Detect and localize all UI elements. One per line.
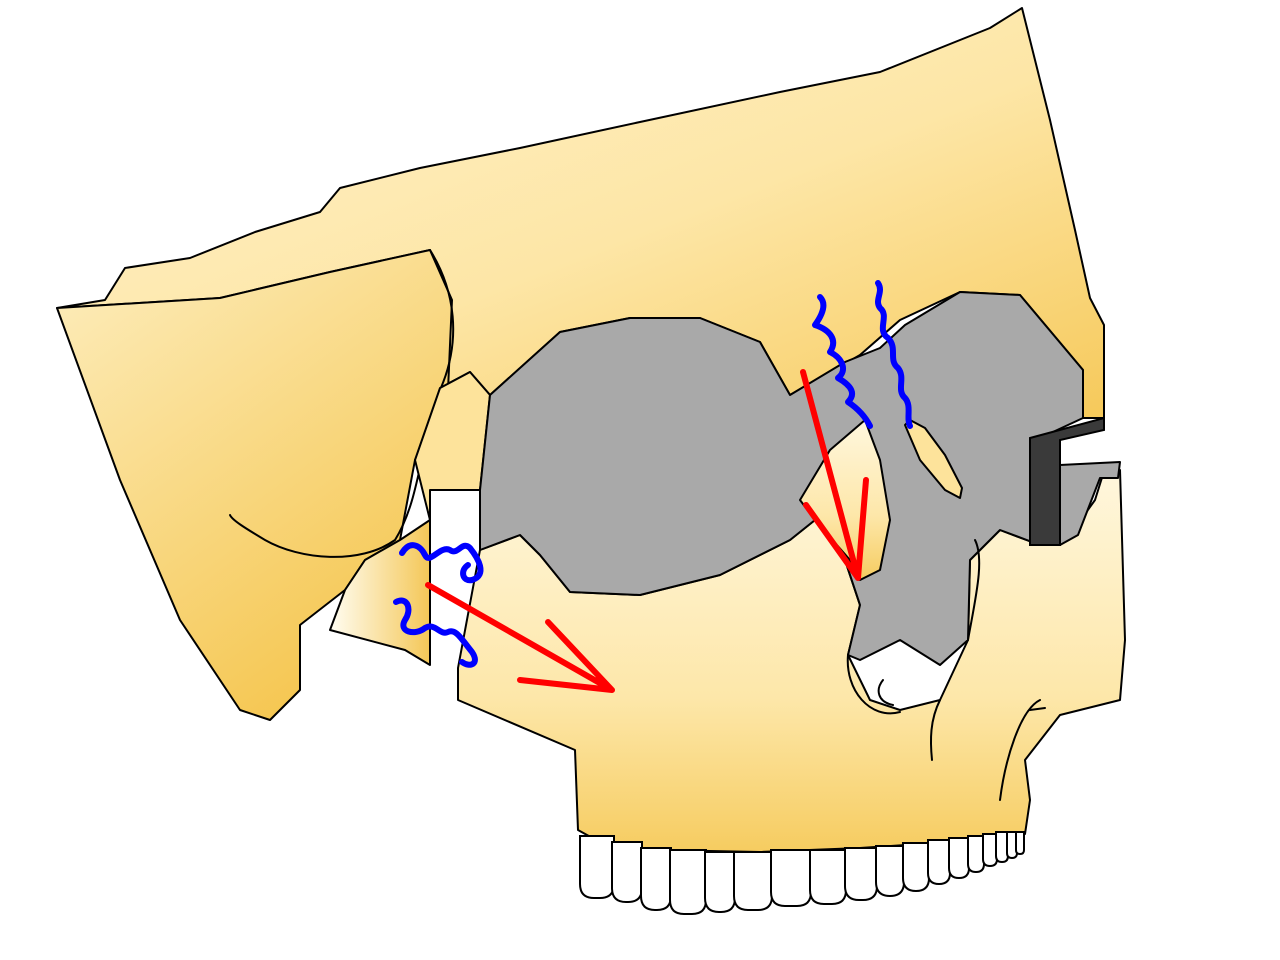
arch-step-contour bbox=[414, 371, 491, 521]
wire-fixations bbox=[393, 280, 913, 668]
nasal-wall bbox=[1059, 461, 1121, 546]
wire-fixation bbox=[875, 280, 913, 429]
tooth bbox=[948, 837, 970, 880]
tooth bbox=[579, 835, 615, 899]
orbital-rim-bar bbox=[904, 419, 963, 499]
tooth bbox=[875, 845, 905, 898]
tooth bbox=[844, 847, 878, 901]
temporal-region bbox=[56, 249, 453, 721]
tooth bbox=[640, 847, 672, 911]
nasal-groove bbox=[1029, 416, 1105, 546]
maxillary-window bbox=[479, 291, 1084, 666]
tooth bbox=[982, 833, 998, 868]
movement-arrow bbox=[425, 582, 615, 693]
tooth bbox=[704, 851, 736, 913]
piriform-contour bbox=[967, 539, 981, 641]
lower-orbit-contour bbox=[846, 654, 901, 715]
maxilla-tuberosity-contour bbox=[877, 679, 894, 706]
nasal-floor-contour bbox=[1029, 707, 1046, 711]
tooth bbox=[809, 849, 847, 905]
tooth bbox=[733, 851, 773, 911]
movement-arrows bbox=[425, 369, 869, 693]
tooth bbox=[611, 841, 643, 903]
temporal-fossa-contour bbox=[229, 249, 455, 558]
infraorbital-contour bbox=[930, 699, 941, 761]
teeth bbox=[579, 831, 1025, 915]
movement-arrow bbox=[800, 369, 869, 581]
tooth bbox=[927, 839, 951, 886]
tooth bbox=[967, 835, 985, 874]
wire-fixation bbox=[399, 542, 484, 584]
wire-fixation bbox=[812, 294, 873, 429]
tooth bbox=[669, 849, 707, 915]
tooth bbox=[902, 842, 930, 893]
canine-eminence-contour bbox=[999, 699, 1041, 801]
tooth bbox=[1015, 831, 1025, 856]
wire-fixation bbox=[393, 597, 478, 668]
tooth bbox=[770, 849, 812, 907]
